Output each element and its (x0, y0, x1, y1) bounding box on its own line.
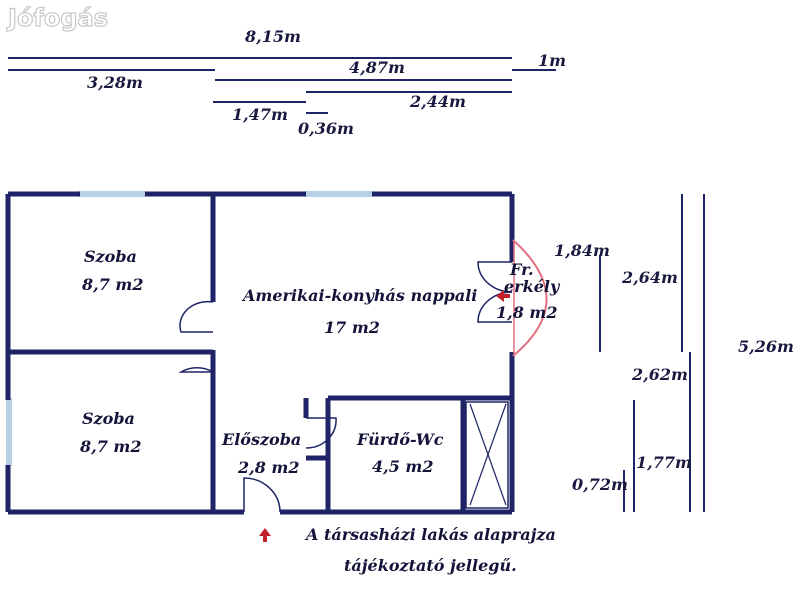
living-name: Amerikai-konyhás nappali (241, 286, 477, 305)
dim-width-left: 3,28m (87, 73, 143, 92)
dim-height-c: 2,62m (631, 365, 688, 384)
door-swings (178, 261, 513, 513)
dim-width-right: 4,87m (349, 58, 405, 77)
balcony-area: 1,8 m2 (496, 303, 557, 322)
window-top-right (305, 191, 373, 197)
right-dimension-lines (599, 194, 705, 512)
top-dimension-lines (8, 57, 556, 114)
door-room1 (179, 300, 214, 333)
dim-height-b: 2,64m (621, 268, 678, 287)
note-line-1: A társasházi lakás alaprajza (304, 525, 556, 544)
door-room2 (178, 366, 214, 373)
jofogas-logo: Jófogás (6, 4, 108, 32)
dim-width-b: 0,36m (298, 119, 354, 138)
dim-height-e: 0,72m (572, 475, 628, 494)
dim-width-c: 2,44m (409, 92, 466, 111)
room1-area: 8,7 m2 (81, 275, 143, 294)
living-area: 17 m2 (324, 318, 380, 337)
shower-cross (465, 401, 509, 509)
hall-area: 2,8 m2 (237, 458, 299, 477)
dim-height-a: 1,84m (554, 241, 610, 260)
note-line-2: tájékoztató jellegű. (344, 556, 517, 575)
bath-name: Fürdő-Wc (356, 430, 444, 449)
dim-height-total: 5,26m (738, 337, 794, 356)
room1-name: Szoba (84, 247, 137, 266)
room2-name: Szoba (82, 409, 135, 428)
window-left (6, 398, 12, 466)
dim-balcony-depth: 1m (538, 51, 566, 70)
walls (5, 191, 515, 515)
window-top-left (78, 191, 146, 197)
entrance-arrow-icon (259, 528, 271, 542)
door-balcony-b (477, 291, 513, 323)
dim-width-a: 1,47m (232, 105, 288, 124)
dim-height-d: 1,77m (636, 453, 692, 472)
balcony-outline (512, 239, 548, 357)
bath-area: 4,5 m2 (372, 457, 433, 476)
door-balcony-a (477, 261, 513, 293)
balcony-arrow-icon (496, 290, 510, 302)
door-entrance (243, 477, 281, 513)
room2-area: 8,7 m2 (79, 437, 141, 456)
hall-name: Előszoba (221, 430, 301, 449)
balcony-name-1: Fr. (509, 260, 534, 279)
door-bath (305, 417, 337, 449)
windows (6, 191, 373, 466)
dim-total-width: 8,15m (244, 27, 301, 46)
balcony-name-2: erkély (504, 277, 561, 296)
